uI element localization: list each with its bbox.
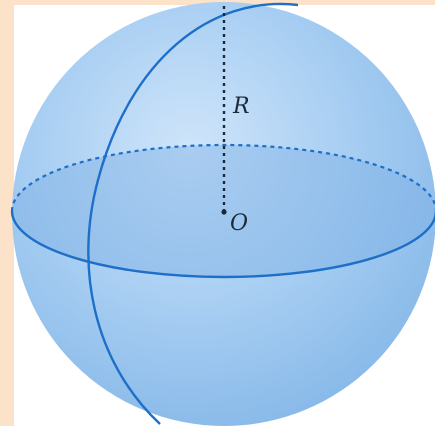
radius-label: R [232,94,250,119]
equator-back-dashed [10,143,435,212]
left-frame-strip [0,0,14,426]
equator-front [10,210,435,279]
center-point [221,209,227,215]
meridian-arc [87,2,299,425]
center-label: O [230,211,248,236]
